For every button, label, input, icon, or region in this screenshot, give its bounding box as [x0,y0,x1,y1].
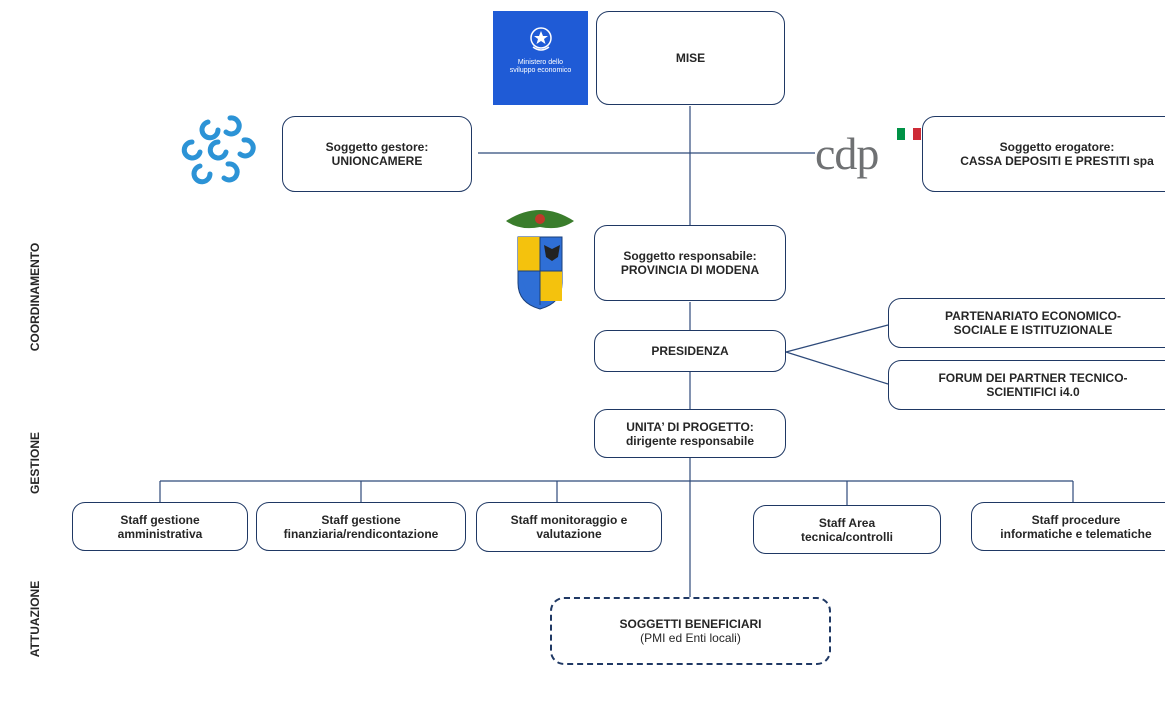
node-soggetto-gestore: Soggetto gestore: UNIONCAMERE [282,116,472,192]
cdp-logo-text: cdp [815,128,879,179]
node-staff-mon-line2: valutazione [536,527,602,541]
node-forum-line1: FORUM DEI PARTNER TECNICO- [938,371,1128,385]
node-soggetto-erogatore: Soggetto erogatore: CASSA DEPOSITI E PRE… [922,116,1165,192]
node-staff-inf-line2: informatiche e telematiche [1000,526,1152,541]
node-staff-finanziaria: Staff gestione finanziaria/rendicontazio… [256,502,466,551]
node-forum-line2: SCIENTIFICI i4.0 [986,385,1080,399]
node-gestore-line2: UNIONCAMERE [331,154,423,168]
node-staff-mon-line1: Staff monitoraggio e [510,513,628,527]
node-presidenza-label: PRESIDENZA [651,344,729,358]
node-soggetto-responsabile: Soggetto responsabile: PROVINCIA DI MODE… [594,225,786,301]
node-beneficiari-line1: SOGGETTI BENEFICIARI [619,617,762,631]
node-staff-amm-line1: Staff gestione [120,512,200,527]
node-staff-tecnica: Staff Area tecnica/controlli [753,505,941,554]
mise-logo-line1: Ministero dello [517,59,564,66]
node-unita-line2: dirigente responsabile [625,433,755,448]
node-staff-fin-line1: Staff gestione [321,512,401,527]
mise-logo-line2: sviluppo economico [509,67,572,74]
side-label-coordinamento: COORDINAMENTO [28,242,42,352]
side-label-attuazione: ATTUAZIONE [28,580,42,658]
node-partenariato: PARTENARIATO ECONOMICO- SOCIALE E ISTITU… [888,298,1165,348]
italian-emblem-icon [529,27,552,51]
node-staff-amministrativa: Staff gestione amministrativa [72,502,248,551]
node-unita-line1: UNITA’ DI PROGETTO: [626,419,754,434]
node-staff-tec-line2: tecnica/controlli [800,529,894,544]
node-gestore-line1: Soggetto gestore: [325,140,429,154]
node-mise-label: MISE [675,51,706,65]
cdp-logo: cdp [815,125,921,185]
node-erogatore-line2: CASSA DEPOSITI E PRESTITI spa [960,154,1154,168]
connector-lines [159,106,1074,597]
node-responsabile-line1: Soggetto responsabile: [623,249,757,263]
provincia-coat-of-arms-icon [506,210,574,310]
node-staff-amm-line2: amministrativa [117,526,203,541]
node-soggetti-beneficiari: SOGGETTI BENEFICIARI (PMI ed Enti locali… [550,597,831,665]
node-staff-inf-line1: Staff procedure [1031,512,1121,527]
node-responsabile-line2: PROVINCIA DI MODENA [620,263,760,277]
node-partenariato-line2: SOCIALE E ISTITUZIONALE [953,323,1113,337]
node-mise: MISE [596,11,785,105]
italian-flag-icon [897,128,921,140]
node-erogatore-line1: Soggetto erogatore: [999,140,1115,154]
node-partenariato-line1: PARTENARIATO ECONOMICO- [945,309,1121,323]
node-staff-tec-line1: Staff Area [818,515,876,530]
node-beneficiari-line2: (PMI ed Enti locali) [640,631,741,645]
node-staff-informatiche: Staff procedure informatiche e telematic… [971,502,1165,551]
node-unita-di-progetto: UNITA’ DI PROGETTO: dirigente responsabi… [594,409,786,458]
side-label-gestione: GESTIONE [28,432,42,495]
node-staff-fin-line2: finanziaria/rendicontazione [283,526,439,541]
mise-logo: Ministero dello sviluppo economico [493,11,588,105]
node-forum: FORUM DEI PARTNER TECNICO- SCIENTIFICI i… [888,360,1165,410]
node-presidenza: PRESIDENZA [594,330,786,372]
node-staff-monitoraggio: Staff monitoraggio e valutazione [476,502,662,552]
unioncamere-logo-icon [181,115,256,185]
